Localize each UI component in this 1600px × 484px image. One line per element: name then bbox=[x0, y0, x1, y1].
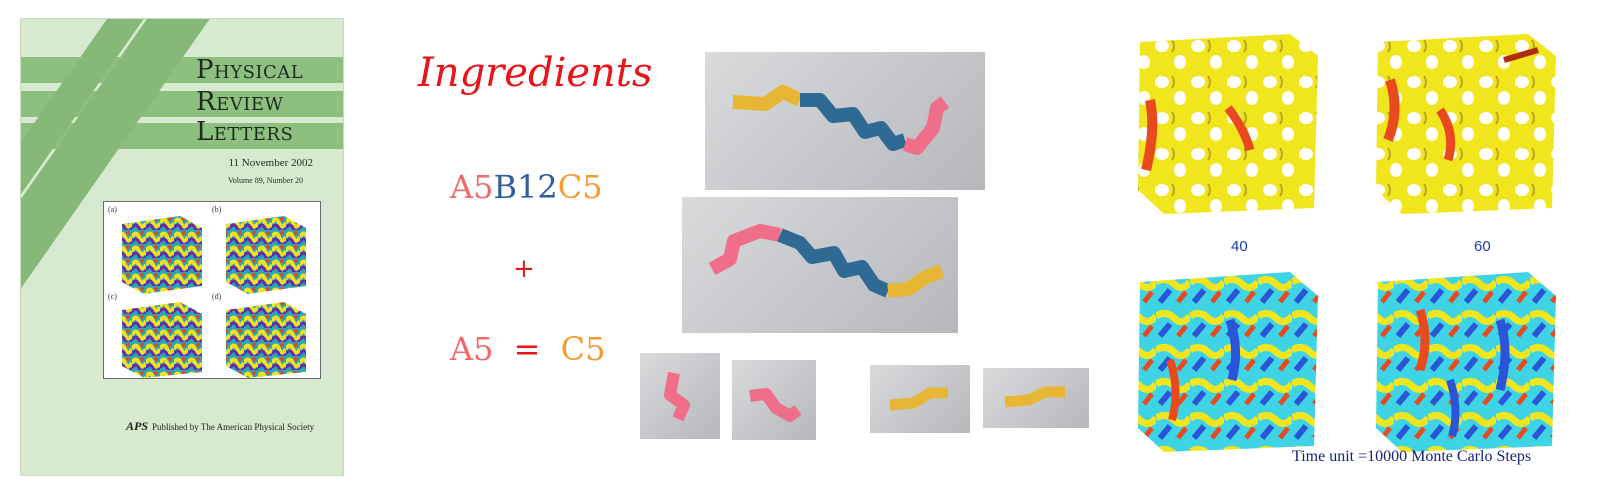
panel-label: (a) bbox=[108, 205, 117, 214]
render-bottom-right bbox=[1376, 272, 1556, 452]
chain-image bbox=[708, 224, 945, 298]
photo-c-block-1 bbox=[870, 365, 970, 433]
panel-label: (c) bbox=[108, 292, 117, 301]
cover-volume: Volume 89, Number 20 bbox=[228, 176, 303, 185]
cover-figure-art bbox=[122, 216, 306, 378]
photo-abc-chain-2 bbox=[682, 197, 958, 333]
cover-title-line: PHYSICAL bbox=[196, 55, 304, 85]
formula-homopolymer: A5 = C5 bbox=[450, 330, 606, 368]
time-label-40: 40 bbox=[1231, 238, 1248, 255]
block-image bbox=[664, 371, 690, 422]
render-bottom-left bbox=[1138, 272, 1318, 452]
block-image bbox=[1004, 386, 1065, 408]
cover-title-line: LETTERS bbox=[196, 117, 294, 147]
formula-copolymer: A5B12C5 bbox=[450, 168, 603, 206]
render-top-left bbox=[1138, 34, 1318, 214]
block-image bbox=[749, 388, 802, 422]
journal-cover: PHYSICAL REVIEW LETTERS 11 November 2002… bbox=[20, 18, 344, 476]
chain-image bbox=[732, 85, 950, 155]
panel-label: (b) bbox=[212, 205, 222, 214]
render-top-right bbox=[1376, 34, 1556, 214]
time-label-60: 60 bbox=[1474, 238, 1491, 255]
cover-date: 11 November 2002 bbox=[228, 157, 313, 169]
photo-a-block-1 bbox=[640, 353, 720, 439]
plus-sign: + bbox=[513, 254, 535, 284]
panel-label: (d) bbox=[212, 292, 222, 301]
photo-c-block-2 bbox=[983, 368, 1089, 428]
time-unit-caption: Time unit =10000 Monte Carlo Steps bbox=[1292, 448, 1532, 465]
photo-abc-chain-1 bbox=[705, 52, 985, 190]
ingredients-title: Ingredients bbox=[418, 50, 653, 96]
photo-a-block-2 bbox=[732, 360, 816, 440]
aps-logo: APS bbox=[126, 419, 149, 433]
cover-figure: (a) (b) (c) (d) bbox=[103, 201, 321, 379]
block-image bbox=[889, 387, 948, 411]
cover-title-line: REVIEW bbox=[196, 87, 284, 117]
